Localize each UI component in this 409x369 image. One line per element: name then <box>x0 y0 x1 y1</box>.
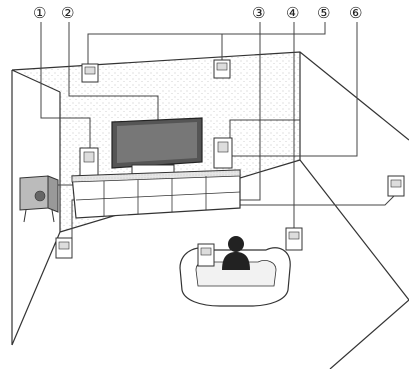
surround-right-speaker <box>388 176 404 196</box>
front-right-speaker <box>214 138 232 168</box>
callout-6: ⑥ <box>349 4 362 22</box>
surround-back-left-speaker <box>82 64 98 82</box>
surround-left-near-sofa <box>198 244 214 266</box>
callout-1: ① <box>33 4 46 22</box>
callout-3: ③ <box>252 4 265 22</box>
callout-5: ⑤ <box>317 4 330 22</box>
callout-2: ② <box>61 4 74 22</box>
callout-4: ④ <box>286 4 299 22</box>
callout-labels: ① ② ③ ④ ⑤ ⑥ <box>33 4 362 22</box>
front-left-speaker <box>80 148 98 178</box>
surround-right-near-sofa <box>286 228 302 250</box>
surround-left-speaker <box>56 238 72 258</box>
surround-back-right-speaker <box>214 60 230 78</box>
